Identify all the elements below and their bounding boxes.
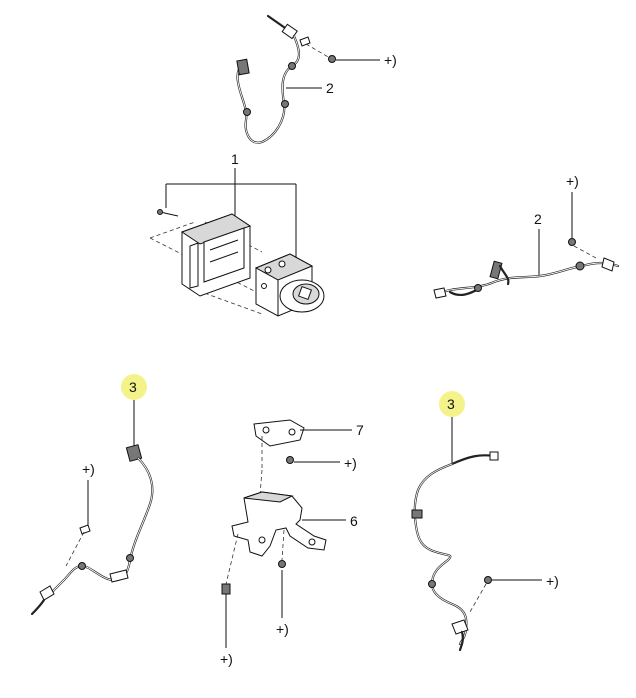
callout-3-right: 3 xyxy=(439,391,465,464)
torque-mark-right-sensor: +) xyxy=(566,173,597,259)
front-sensor-harness-right[interactable] xyxy=(433,257,620,299)
callout-2-right: 2 xyxy=(534,211,542,276)
rear-sensor-right[interactable] xyxy=(411,451,499,652)
torque-mark-bracket6-left: +) xyxy=(220,583,233,667)
svg-text:2: 2 xyxy=(534,211,542,227)
callout-6: 6 xyxy=(302,513,358,529)
svg-text:1: 1 xyxy=(231,151,239,167)
rear-sensor-left[interactable] xyxy=(30,444,154,616)
torque-mark-left-sensor: +) xyxy=(82,461,95,526)
svg-text:7: 7 xyxy=(356,422,364,438)
svg-text:+): +) xyxy=(546,573,559,589)
callout-7: 7 xyxy=(300,422,364,438)
front-sensor-harness-top[interactable] xyxy=(236,14,311,144)
torque-mark-rear-right: +) xyxy=(469,573,559,613)
torque-mark-bracket6-right: +) xyxy=(276,560,289,637)
torque-mark-bracket7: +) xyxy=(286,455,357,471)
svg-text:6: 6 xyxy=(350,513,358,529)
torque-label: +) xyxy=(384,52,397,68)
svg-text:3: 3 xyxy=(129,379,137,395)
svg-text:+): +) xyxy=(276,621,289,637)
svg-text:2: 2 xyxy=(326,80,334,96)
svg-text:+): +) xyxy=(220,651,233,667)
callout-3-left: 3 xyxy=(121,374,147,448)
svg-text:+): +) xyxy=(82,461,95,477)
svg-text:+): +) xyxy=(344,455,357,471)
hecu-module[interactable] xyxy=(149,209,325,317)
callout-2-top: 2 xyxy=(286,80,334,96)
bracket-7[interactable] xyxy=(253,419,305,521)
svg-text:3: 3 xyxy=(447,396,455,412)
bracket-6[interactable] xyxy=(225,491,327,585)
torque-mark-top-sensor: +) xyxy=(305,43,397,68)
svg-text:+): +) xyxy=(566,173,579,189)
